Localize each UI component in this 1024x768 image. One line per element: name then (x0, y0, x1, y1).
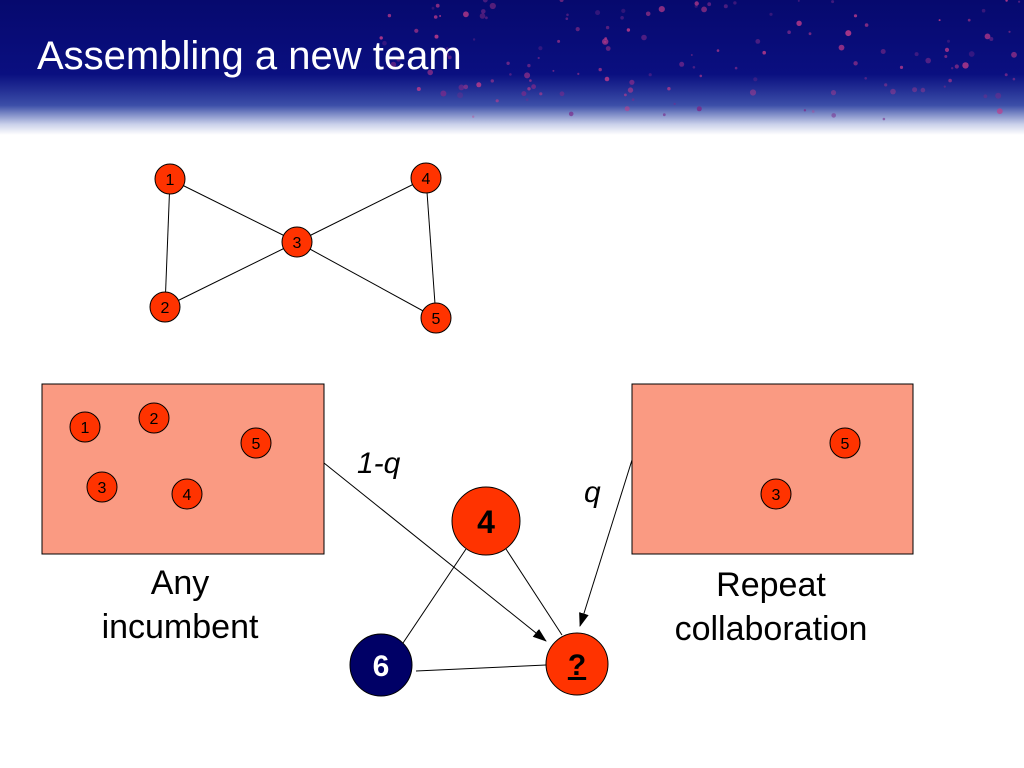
repeat-collaboration-line1: Repeat (716, 566, 826, 604)
left-pool-node-1: 1 (69, 411, 101, 443)
top-network-node-3: 3 (281, 226, 313, 258)
top-network-node-2: 2 (149, 291, 181, 323)
left-pool-node-4: 4 (171, 478, 203, 510)
edge-6-new (415, 664, 547, 672)
svg-text:5: 5 (432, 311, 441, 328)
any-incumbent-line2: incumbent (101, 608, 259, 646)
svg-text:2: 2 (150, 411, 159, 428)
svg-text:6: 6 (373, 650, 390, 683)
right-pool-node-5: 5 (829, 427, 861, 459)
repeat-collaboration-caption: Repeat collaboration (640, 563, 902, 651)
svg-text:5: 5 (841, 436, 850, 453)
right-pool-node-3: 3 (760, 478, 792, 510)
svg-text:4: 4 (477, 504, 495, 540)
team-edges (402, 548, 563, 672)
header-banner (0, 0, 1024, 135)
svg-text:4: 4 (183, 487, 192, 504)
edge-4-6 (402, 548, 467, 644)
svg-text:3: 3 (98, 480, 107, 497)
probability-left-label: 1-q (357, 447, 401, 480)
repeat-collaboration-line2: collaboration (674, 610, 868, 648)
team-node-4: 4 (451, 486, 521, 556)
new-member-node: ? (545, 632, 609, 696)
svg-text:1: 1 (166, 172, 175, 189)
edge-4-new (505, 548, 563, 636)
header-decoration (379, 0, 1021, 121)
svg-text:5: 5 (252, 436, 261, 453)
edge-3-4 (296, 177, 427, 243)
svg-text:4: 4 (422, 171, 431, 188)
arrow-any-incumbent (323, 462, 547, 642)
top-network-node-4: 4 (410, 162, 442, 194)
incumbent-pool-box (41, 383, 325, 555)
left-pool-node-2: 2 (138, 402, 170, 434)
probability-right-label: q (584, 476, 601, 509)
svg-text:3: 3 (772, 487, 781, 504)
edge-1-2 (164, 178, 171, 308)
edge-4-5 (425, 177, 437, 319)
svg-text:2: 2 (161, 300, 170, 317)
top-network-node-5: 5 (420, 302, 452, 334)
any-incumbent-caption: Any incumbent (60, 561, 300, 649)
left-pool-node-3: 3 (86, 471, 118, 503)
edge-1-3 (169, 178, 298, 243)
team-node-6: 6 (349, 633, 413, 697)
svg-text:3: 3 (293, 235, 302, 252)
any-incumbent-line1: Any (150, 564, 210, 602)
repeat-pool-box (631, 383, 914, 555)
slide-title: Assembling a new team (37, 34, 462, 78)
top-network-edges (164, 177, 437, 319)
svg-text:?: ? (568, 649, 586, 682)
edge-2-3 (164, 241, 298, 308)
edge-3-5 (296, 241, 437, 319)
svg-text:1: 1 (81, 420, 90, 437)
arrow-repeat-collaboration (579, 459, 633, 627)
left-pool-node-5: 5 (240, 427, 272, 459)
top-network-node-1: 1 (154, 163, 186, 195)
